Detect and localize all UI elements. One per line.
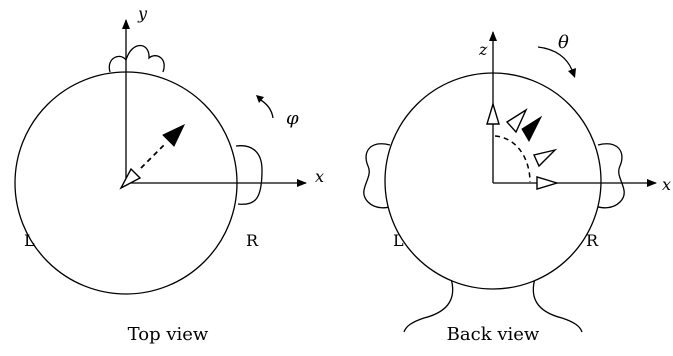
back-view-filled-arrowhead (521, 115, 543, 143)
back-view-z-label: z (478, 40, 488, 59)
top-view-right-ear (235, 145, 263, 205)
top-view-filled-arrowhead (162, 123, 186, 147)
back-view-theta-arc-arrowhead (568, 68, 576, 78)
back-view-left-ear (363, 143, 393, 209)
top-view-diagram: y x φ L R Top view (14, 4, 324, 345)
top-view-left-label: L (24, 231, 35, 250)
back-view-neck-right (532, 269, 583, 333)
top-view-hollow-arrowhead (119, 167, 142, 190)
back-view-diagram: z x θ L R Back view (363, 31, 671, 345)
back-view-dashed-arc (494, 135, 531, 183)
top-view-x-label: x (315, 167, 324, 186)
top-view-phi-arc-arrowhead (256, 95, 264, 103)
back-view-hollow-arrow-diag-upper (505, 108, 528, 134)
back-view-neck-left (403, 269, 454, 333)
back-view-theta-arc (537, 46, 573, 71)
top-view-right-label: R (246, 231, 259, 250)
top-view-caption: Top view (128, 324, 209, 345)
top-view-direction-dashed (140, 144, 165, 169)
top-view-nose (108, 44, 165, 73)
back-view-hollow-arrow-diag-lower (533, 148, 558, 168)
back-view-x-label: x (662, 175, 671, 194)
back-view-caption: Back view (447, 324, 540, 345)
back-view-right-ear (595, 143, 625, 209)
top-view-phi-label: φ (286, 108, 299, 129)
back-view-left-label: L (393, 231, 404, 250)
back-view-hollow-arrow-up (486, 101, 500, 125)
top-view-y-label: y (137, 4, 148, 23)
back-view-theta-label: θ (558, 32, 569, 53)
top-view-phi-arc (258, 98, 274, 119)
back-view-hollow-arrow-right (536, 176, 560, 190)
back-view-right-label: R (586, 231, 599, 250)
